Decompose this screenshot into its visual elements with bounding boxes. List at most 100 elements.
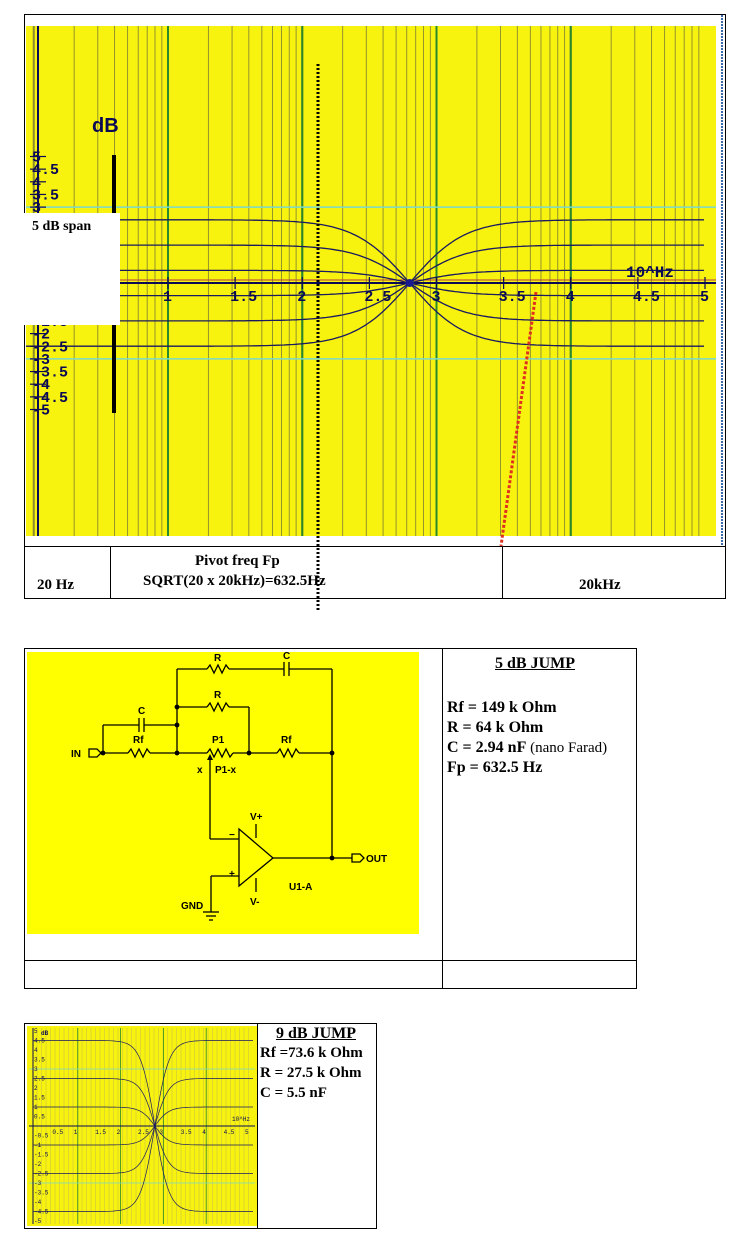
label-rf-left: Rf	[133, 735, 144, 746]
y-tick-label: 3	[32, 200, 41, 217]
label-minus: −	[229, 830, 235, 841]
mini-y-tick: -1.5	[34, 1152, 49, 1159]
mini-x-tick: 4	[202, 1129, 206, 1136]
mini-y-tick-labels: 54.543.532.521.510.5-0.5-1-1.5-2-2.5-3-3…	[34, 1028, 49, 1225]
mini-x-tick: 1	[74, 1129, 78, 1136]
label-vplus: V+	[250, 812, 263, 823]
response-curve	[26, 244, 704, 322]
label-r-top: R	[214, 653, 222, 664]
op-amp	[238, 827, 275, 888]
label-p1-x: P1-x	[215, 765, 237, 776]
footer-left-cell: 20 Hz	[25, 547, 111, 598]
mini-curve	[33, 1040, 253, 1212]
response-curve	[26, 219, 704, 347]
mini-x-tick: 3.5	[181, 1129, 192, 1136]
rf-left-resistor	[127, 747, 151, 759]
freq-axis-label: 10^Hz	[626, 264, 674, 282]
span-label-box	[24, 213, 120, 325]
y-tick-label: -4	[32, 377, 50, 394]
jump9-cell: 9 dB JUMP Rf =73.6 k Ohm R = 27.5 k Ohm …	[258, 1024, 376, 1228]
mini-x-tick: 4.5	[224, 1129, 235, 1136]
mini-curve	[33, 1078, 253, 1174]
r-top-resistor	[206, 663, 230, 675]
mini-y-tick: 1.5	[34, 1095, 45, 1102]
mini-y-tick: 3.5	[34, 1057, 45, 1064]
label-vminus: V-	[250, 897, 259, 908]
mini-db-label: dB	[41, 1030, 49, 1037]
jump9-rf: Rf =73.6 k Ohm	[260, 1045, 363, 1061]
x-tick-label: 1	[163, 289, 172, 306]
x-tick-label: 3.5	[499, 289, 526, 306]
jump9-r: R = 27.5 k Ohm	[260, 1065, 362, 1081]
mini-curve	[33, 1106, 253, 1146]
jump5-rf: Rf = 149 k Ohm	[447, 699, 557, 716]
y-tick-label: -2	[32, 327, 50, 344]
mini-y-tick: -4.5	[34, 1209, 49, 1216]
footer-right-label: 20kHz	[579, 577, 621, 593]
label-c-top: C	[283, 652, 290, 662]
mini-response-chart: 54.543.532.521.510.5-0.5-1-1.5-2-2.5-3-3…	[27, 1026, 257, 1226]
schematic-empty-cell	[25, 961, 443, 988]
jump5-cell: 5 dB JUMP Rf = 149 k Ohm R = 64 k Ohm C …	[443, 649, 636, 961]
jump5-r: R = 64 k Ohm	[447, 719, 544, 736]
y-tick-label: -3.5	[32, 365, 68, 382]
mini-x-tick: 2.5	[138, 1129, 149, 1136]
mini-y-tick: -4	[34, 1199, 42, 1206]
mini-y-tick: -3	[34, 1180, 42, 1187]
label-c-left: C	[138, 706, 145, 717]
schematic-table: 5 dB JUMP Rf = 149 k Ohm R = 64 k Ohm C …	[24, 648, 637, 989]
label-plus: +	[229, 869, 235, 880]
curve-layer	[26, 219, 704, 347]
response-curve	[26, 269, 704, 297]
mini-y-tick: 2	[34, 1085, 38, 1092]
jump5-c: C = 2.94 nF	[447, 739, 527, 756]
y-tick-label: 4	[32, 175, 41, 192]
mini-x-tick: 5	[245, 1129, 249, 1136]
mini-y-tick: -2	[34, 1161, 42, 1168]
span-label: 5 dB span	[32, 219, 91, 234]
y-tick-label: 4.5	[32, 162, 59, 179]
frequency-response-chart: 54.543.532.521.51-1-1.5-2-2.5-3-3.5-4-4.…	[24, 15, 723, 610]
mini-y-tick: 4.5	[34, 1038, 45, 1045]
footer-pivot-formula: SQRT(20 x 20kHz)=632.5Hz	[143, 573, 326, 589]
y-tick-label: -3	[32, 352, 50, 369]
mini-y-tick: -2.5	[34, 1171, 49, 1178]
x-tick-label: 1.5	[230, 289, 257, 306]
pivot-point	[405, 279, 414, 287]
r-mid-resistor	[206, 701, 230, 713]
p1-potentiometer	[206, 747, 234, 759]
mini-y-tick: 4	[34, 1047, 38, 1054]
jump5-empty-cell	[443, 961, 636, 988]
label-out: OUT	[366, 854, 387, 865]
schematic-cell	[25, 649, 443, 961]
y-tick-label: -5	[32, 403, 50, 420]
label-in: IN	[71, 749, 81, 760]
mini-y-tick: 0.5	[34, 1114, 45, 1121]
schematic-background	[27, 652, 419, 934]
mini-curve	[33, 1040, 253, 1212]
label-rf-right: Rf	[281, 735, 292, 746]
mini-y-tick: 2.5	[34, 1076, 45, 1083]
footer-left-label: 20 Hz	[37, 577, 75, 593]
plot-background	[26, 26, 716, 536]
footer-pivot-title: Pivot freq Fp	[195, 553, 280, 569]
response-curve	[26, 244, 704, 322]
jump5-title: 5 dB JUMP	[495, 655, 575, 672]
mini-freq-label: 10^Hz	[232, 1116, 250, 1123]
jump9-title: 9 dB JUMP	[276, 1025, 356, 1042]
mini-x-tick: 3	[159, 1129, 163, 1136]
label-p1: P1	[212, 735, 225, 746]
jump5-fp: Fp = 632.5 Hz	[447, 759, 543, 776]
x-tick-label: 4	[566, 289, 575, 306]
footer-middle-cell: Pivot freq Fp SQRT(20 x 20kHz)=632.5Hz	[111, 547, 503, 598]
mini-chart-cell	[25, 1024, 258, 1228]
x-tick-label: 4.5	[633, 289, 660, 306]
y-tick-label: -4.5	[32, 390, 68, 407]
label-gnd: GND	[181, 901, 203, 912]
jump9-table: 9 dB JUMP Rf =73.6 k Ohm R = 27.5 k Ohm …	[24, 1023, 377, 1229]
jump5-c-line: C = 2.94 nF (nano Farad)	[447, 739, 607, 757]
mini-x-tick: 1.5	[95, 1129, 106, 1136]
x-tick-label: 5	[700, 289, 709, 306]
response-curve	[26, 269, 704, 297]
